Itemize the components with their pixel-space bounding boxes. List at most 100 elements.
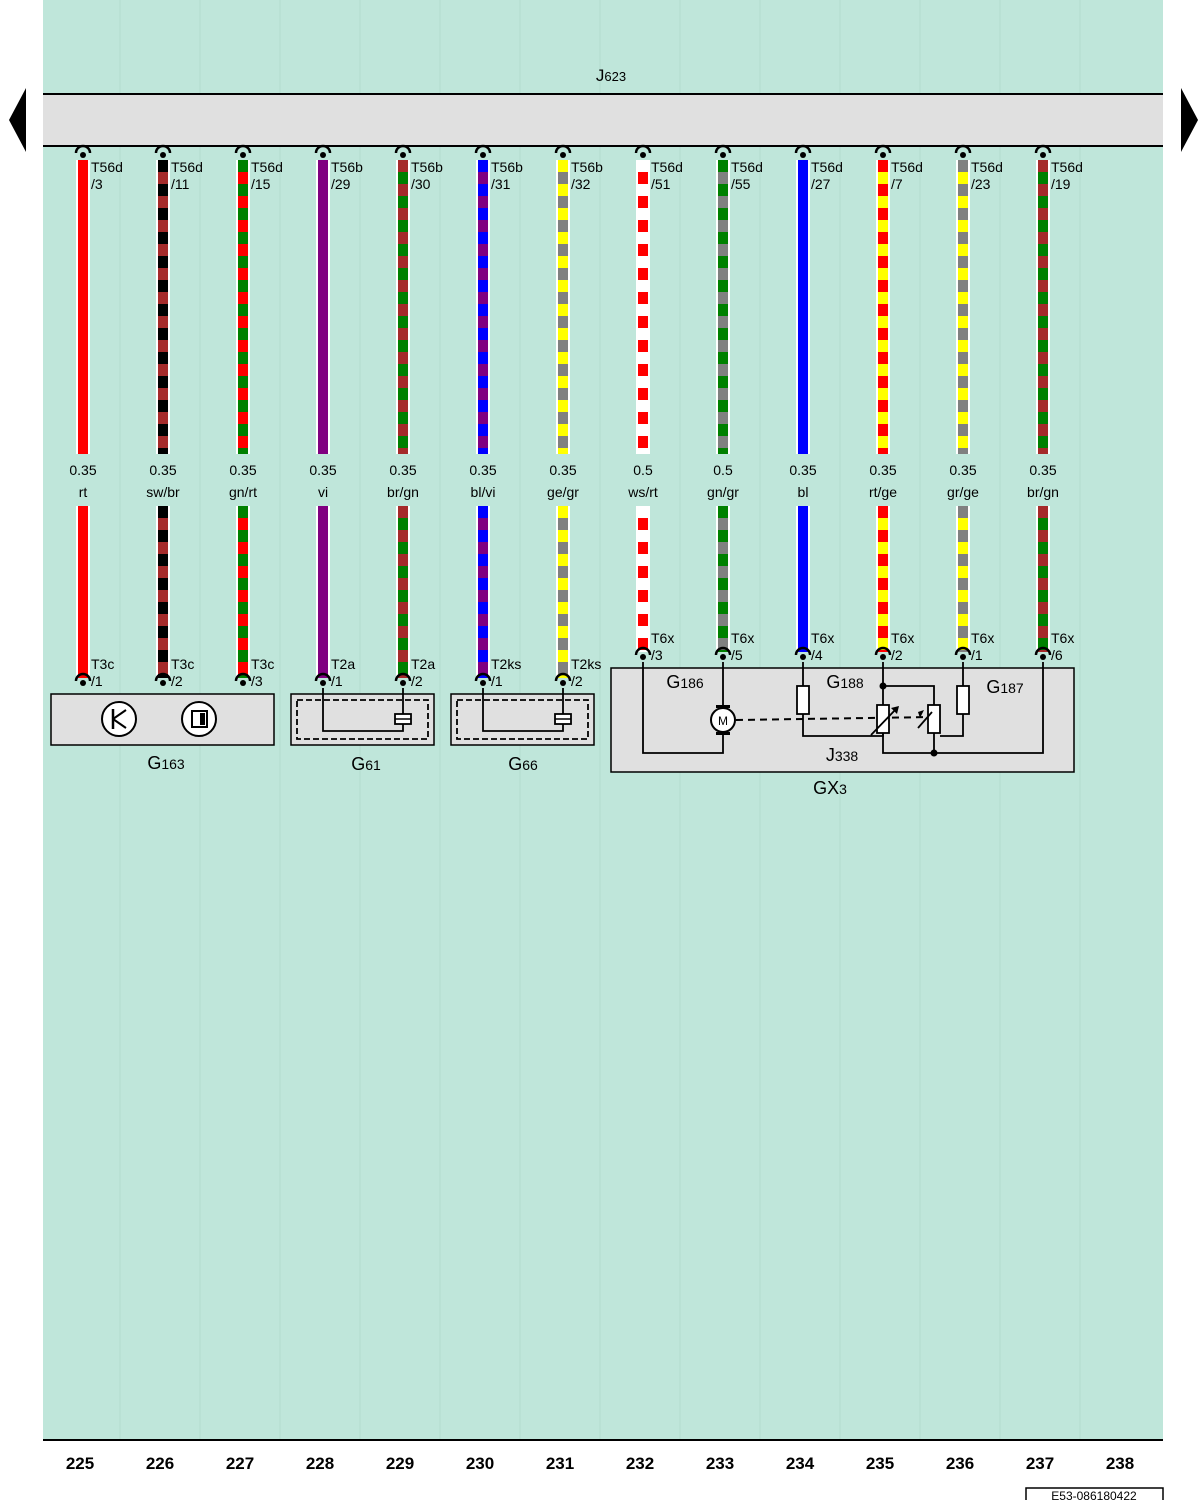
wire-stripe	[158, 662, 168, 674]
wire-core	[398, 160, 408, 454]
wire-stripe	[398, 412, 408, 424]
wire-core	[158, 160, 168, 454]
wire-stripe	[878, 340, 888, 352]
wire-stripe	[878, 542, 888, 554]
wire-stripe	[558, 172, 568, 184]
column-number: 233	[706, 1454, 734, 1473]
connector-pin-dot	[720, 152, 726, 158]
wire-stripe	[718, 388, 728, 400]
bottom-pin-label: /2	[571, 673, 583, 689]
connector-pin-dot	[1040, 654, 1046, 660]
wire-stripe	[878, 244, 888, 256]
wire-stripe	[558, 268, 568, 280]
wire-stripe	[238, 244, 248, 256]
connector-pin-dot	[960, 654, 966, 660]
next-page-arrow[interactable]	[1181, 88, 1198, 152]
wire-stripe	[878, 220, 888, 232]
wire-stripe	[398, 566, 408, 578]
wire-stripe	[638, 614, 648, 626]
wire-stripe	[158, 292, 168, 304]
connector-pin-dot	[560, 152, 566, 158]
wire-core	[878, 160, 888, 454]
connector-terminal-icon	[474, 144, 492, 154]
wire-stripe	[958, 566, 968, 578]
wire-stripe	[878, 292, 888, 304]
wire-color-label: br/gn	[387, 484, 419, 500]
column-number: 232	[626, 1454, 654, 1473]
wire-stripe	[958, 340, 968, 352]
connector-pin-dot	[240, 152, 246, 158]
top-pin-label: /51	[651, 176, 671, 192]
wire-stripe	[958, 614, 968, 626]
wire-stripe	[558, 542, 568, 554]
connector-pin-dot	[400, 680, 406, 686]
wire-stripe	[878, 518, 888, 530]
g163-label: G163	[147, 753, 185, 773]
wire-stripe	[558, 316, 568, 328]
wire-stripe	[558, 292, 568, 304]
top-pin-label: /30	[411, 176, 431, 192]
wire-stripe	[158, 244, 168, 256]
wire-stripe	[398, 542, 408, 554]
wire-stripe	[398, 172, 408, 184]
wire-stripe	[958, 590, 968, 602]
wire-stripe	[398, 364, 408, 376]
g187-label: G187	[986, 677, 1024, 697]
previous-page-arrow[interactable]	[9, 88, 26, 152]
wire-stripe	[1038, 196, 1048, 208]
wire-stripe	[398, 196, 408, 208]
connector-pin-dot	[640, 654, 646, 660]
top-pin-label: /32	[571, 176, 591, 192]
wire-stripe	[718, 244, 728, 256]
connector-pin-dot	[80, 680, 86, 686]
wire-stripe	[478, 364, 488, 376]
wire-stripe	[158, 542, 168, 554]
wire-stripe	[158, 388, 168, 400]
connector-terminal-icon	[714, 144, 732, 154]
wire-gauge-label: 0.35	[949, 462, 976, 478]
wire-stripe	[558, 388, 568, 400]
connector-pin-dot	[880, 654, 886, 660]
bottom-connector-label: T3c	[251, 656, 274, 672]
connector-terminal-icon	[554, 144, 572, 154]
wire-core	[798, 506, 808, 652]
column-number: 226	[146, 1454, 174, 1473]
wire-gauge-label: 0.35	[69, 462, 96, 478]
connector-terminal-icon	[1034, 646, 1052, 656]
wire-stripe	[158, 518, 168, 530]
connector-terminal-icon	[314, 144, 332, 154]
hall-sensor-icon	[101, 701, 137, 737]
top-connector-label: T56d	[811, 159, 843, 175]
connector-pin-dot	[80, 152, 86, 158]
column-number: 227	[226, 1454, 254, 1473]
connector-terminal-icon	[954, 144, 972, 154]
wire-stripe	[238, 172, 248, 184]
wire-stripe	[718, 220, 728, 232]
wire-color-label: bl	[798, 484, 809, 500]
wire-stripe	[878, 412, 888, 424]
g188-label: G188	[826, 672, 864, 692]
wire-stripe	[718, 316, 728, 328]
wire-stripe	[558, 518, 568, 530]
wire-stripe	[1038, 412, 1048, 424]
bottom-pin-label: /2	[411, 673, 423, 689]
bottom-connector-label: T6x	[891, 630, 914, 646]
wire-stripe	[718, 364, 728, 376]
wire-gauge-label: 0.35	[309, 462, 336, 478]
wire-stripe	[958, 638, 968, 650]
bottom-connector-label: T6x	[971, 630, 994, 646]
wire-stripe	[478, 542, 488, 554]
wire-stripe	[638, 638, 648, 650]
column-number: 234	[786, 1454, 815, 1473]
wire-stripe	[718, 268, 728, 280]
wire-stripe	[158, 316, 168, 328]
column-number: 228	[306, 1454, 334, 1473]
top-pin-label: /15	[251, 176, 271, 192]
wire-stripe	[638, 268, 648, 280]
connector-terminal-icon	[474, 672, 492, 682]
wire-color-label: rt/ge	[869, 484, 897, 500]
connector-terminal-icon	[874, 144, 892, 154]
wire-stripe	[638, 292, 648, 304]
